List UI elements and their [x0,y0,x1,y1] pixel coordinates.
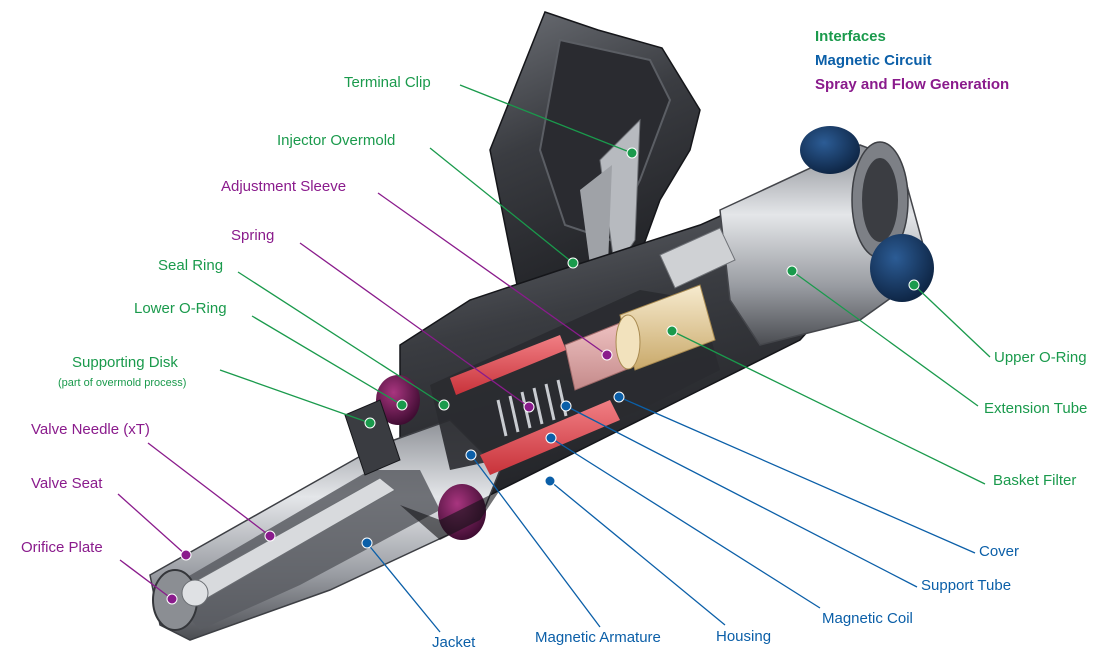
dot-support-tube [560,400,572,412]
label-orifice-plate: Orifice Plate [21,539,103,556]
label-valve-needle: Valve Needle (xT) [31,421,150,438]
leader-spring [299,242,530,408]
leader-valve-needle [147,442,271,537]
upper-oring-top [800,126,860,174]
leader-valve-seat [117,493,187,556]
label-lower-oring: Lower O-Ring [134,300,227,317]
dot-upper-oring [908,279,920,291]
label-upper-oring: Upper O-Ring [994,349,1087,366]
leader-lower-oring [251,315,403,406]
leader-supporting-disk [219,369,371,424]
label-jacket: Jacket [432,634,476,651]
legend-magnetic-circuit: Magnetic Circuit [815,52,932,69]
dot-seal-ring [438,399,450,411]
dot-magnetic-armature [465,449,477,461]
dot-extension-tube [786,265,798,277]
leader-injector-overmold [429,147,574,264]
label-seal-ring: Seal Ring [158,257,224,274]
label-spring: Spring [231,227,275,244]
label-support-tube: Support Tube [921,577,1012,594]
terminal-clip-shape [659,227,736,289]
lower-oring [376,375,420,425]
label-injector-overmold: Injector Overmold [277,132,396,149]
dot-lower-oring [396,399,408,411]
leader-magnetic-coil [550,437,821,609]
valve-body [165,470,440,630]
dot-valve-needle [264,530,276,542]
label-basket-filter: Basket Filter [993,472,1077,489]
dot-cover [613,391,625,403]
leader-cover [618,396,976,554]
label-valve-seat: Valve Seat [31,475,103,492]
leader-support-tube [565,405,918,588]
label-adjustment-sleeve: Adjustment Sleeve [221,178,347,195]
label-supporting-disk-note: (part of overmold process) [58,377,187,389]
leader-adjustment-sleeve [377,192,608,356]
label-housing: Housing [716,628,772,645]
leader-upper-oring [913,284,991,358]
dot-injector-overmold [567,257,579,269]
dot-adjustment-sleeve [601,349,613,361]
label-magnetic-armature: Magnetic Armature [535,629,661,646]
leader-jacket [366,542,441,633]
dot-jacket [361,537,373,549]
legend-interfaces: Interfaces [815,28,886,45]
label-magnetic-coil: Magnetic Coil [822,610,913,627]
terminal-pin-2 [580,165,612,280]
leader-orifice-plate [119,559,173,600]
leader-magnetic-armature [470,454,601,628]
leader-basket-filter [671,330,986,485]
dot-supporting-disk [364,417,376,429]
dot-orifice-plate [166,593,178,605]
dot-valve-seat [180,549,192,561]
dot-housing [544,475,556,487]
dot-basket-filter [666,325,678,337]
label-extension-tube: Extension Tube [984,400,1088,417]
leader-housing [549,480,726,626]
leader-extension-tube [791,270,979,407]
dot-magnetic-coil [545,432,557,444]
leader-terminal-clip [459,84,633,154]
magnetic-coil-upper [450,335,566,395]
leader-seal-ring [237,271,445,406]
valve-ball [181,579,209,607]
dot-spring [523,401,535,413]
label-supporting-disk: Supporting Disk [72,354,178,371]
label-cover: Cover [979,543,1020,560]
dot-terminal-clip [626,147,638,159]
legend-spray-and-flow: Spray and Flow Generation [815,76,1010,93]
label-terminal-clip: Terminal Clip [344,74,431,91]
